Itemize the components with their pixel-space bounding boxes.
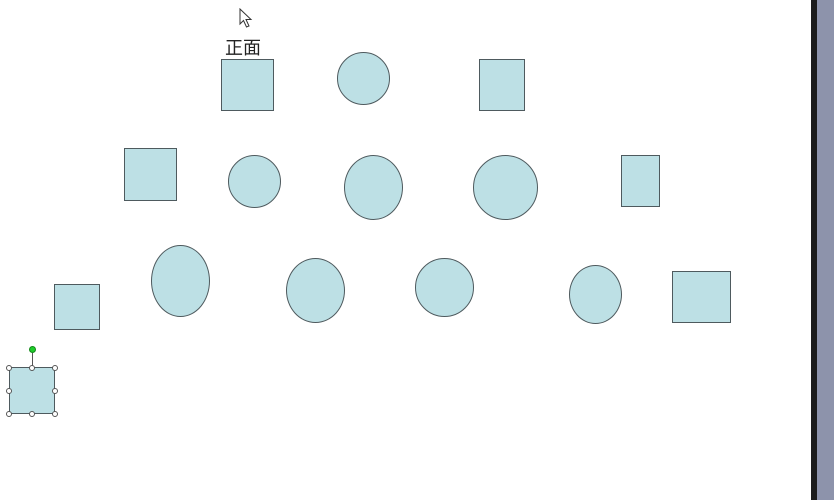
square-shape[interactable] (124, 148, 177, 201)
circle-shape[interactable] (473, 155, 538, 220)
circle-shape[interactable] (569, 265, 622, 324)
side-panel (817, 0, 834, 500)
mouse-pointer-icon (239, 8, 253, 28)
circle-shape[interactable] (337, 52, 390, 105)
resize-handle-top-right[interactable] (52, 365, 58, 371)
resize-handle-bottom[interactable] (29, 411, 35, 417)
square-shape[interactable] (54, 284, 100, 330)
square-shape[interactable] (221, 59, 274, 111)
square-shape[interactable] (621, 155, 660, 207)
resize-handle-left[interactable] (6, 388, 12, 394)
slide-text-label[interactable]: 正面 (225, 38, 261, 59)
circle-shape[interactable] (228, 155, 281, 208)
circle-shape[interactable] (415, 258, 474, 317)
rotation-handle[interactable] (29, 346, 36, 353)
resize-handle-bottom-left[interactable] (6, 411, 12, 417)
slide-canvas[interactable]: 正面 (0, 0, 811, 500)
panel-divider (811, 0, 817, 500)
resize-handle-right[interactable] (52, 388, 58, 394)
square-shape[interactable] (672, 271, 731, 323)
rotation-handle-stem (32, 353, 33, 367)
resize-handle-bottom-right[interactable] (52, 411, 58, 417)
resize-handle-top-left[interactable] (6, 365, 12, 371)
circle-shape[interactable] (286, 258, 345, 323)
circle-shape[interactable] (151, 245, 210, 317)
resize-handle-top[interactable] (29, 365, 35, 371)
circle-shape[interactable] (344, 155, 403, 220)
selected-square-shape[interactable] (9, 367, 55, 414)
square-shape[interactable] (479, 59, 525, 111)
